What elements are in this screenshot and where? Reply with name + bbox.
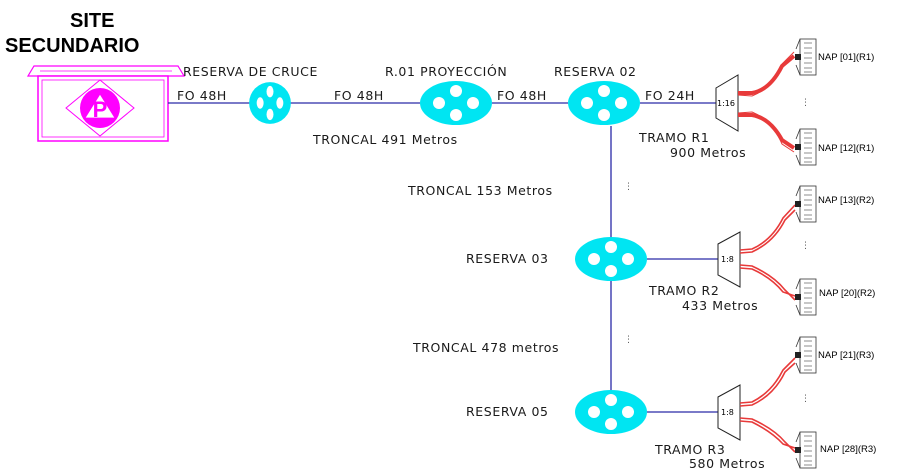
- splitter-r2-ratio: 1:8: [721, 255, 734, 264]
- label-fo-48h-3: FO 48H: [497, 88, 547, 103]
- reserva-05-node: [575, 390, 647, 434]
- splitter-1-8-r3: [717, 384, 741, 441]
- label-reserva-05: RESERVA 05: [466, 404, 549, 419]
- label-proyeccion: R.01 PROYECCIÓN: [385, 64, 507, 79]
- nap-r1-continuation-mark: ⋮: [801, 98, 810, 108]
- site-building-icon: P: [26, 65, 186, 142]
- label-reserva-02: RESERVA 02: [554, 64, 637, 79]
- trunk-continuation-mark-1: ⋮: [624, 182, 633, 192]
- tramo-r3-name: TRAMO R3: [654, 442, 725, 457]
- trunk-continuation-mark-2: ⋮: [624, 335, 633, 345]
- nap-r2-first-label: NAP [13](R2): [818, 195, 874, 206]
- tramo-r3-length: 580 Metros: [689, 456, 765, 471]
- proyeccion-node: [420, 81, 492, 125]
- splitter-1-16: [715, 74, 739, 132]
- nap-r3-last-icon: [794, 431, 817, 469]
- label-troncal-153: TRONCAL 153 Metros: [407, 183, 553, 198]
- label-fo-24h: FO 24H: [645, 88, 695, 103]
- tramo-r1-name: TRAMO R1: [638, 130, 709, 145]
- reserva-de-cruce-node: [249, 82, 291, 124]
- splitter-r1-ratio: 1:16: [717, 99, 735, 108]
- tramo-r1-group: 1:16 NAP [01](R1) NAP [12](R1) ⋮ TRAMO R…: [638, 38, 874, 166]
- drop-cables-r1: [737, 51, 796, 153]
- nap-r3-continuation-mark: ⋮: [801, 394, 810, 404]
- nap-r3-first-label: NAP [21](R3): [818, 350, 874, 361]
- tramo-r3-group: 1:8 NAP [21](R3) NAP [28](R3) ⋮ TRAMO R3…: [654, 336, 876, 471]
- label-troncal-478: TRONCAL 478 metros: [412, 340, 559, 355]
- splitter-r3-ratio: 1:8: [721, 408, 734, 417]
- reserva-02-node: [568, 81, 640, 125]
- label-reserva-03: RESERVA 03: [466, 251, 549, 266]
- nap-r1-last-icon: [794, 128, 817, 166]
- splitter-1-8-r2: [717, 231, 741, 288]
- nap-r2-continuation-mark: ⋮: [801, 241, 810, 251]
- nap-r1-first-label: NAP [01](R1): [818, 52, 874, 63]
- tramo-r1-length: 900 Metros: [670, 145, 746, 160]
- site-logo-letter: P: [93, 97, 108, 122]
- nap-r1-first-icon: [794, 38, 817, 76]
- nap-r2-last-icon: [794, 278, 817, 316]
- tramo-r2-group: 1:8 NAP [13](R2) NAP [20](R2) ⋮ TRAMO R2…: [648, 185, 875, 316]
- nap-r3-first-icon: [794, 336, 817, 374]
- nap-r3-last-label: NAP [28](R3): [820, 444, 876, 455]
- tramo-r2-name: TRAMO R2: [648, 283, 719, 298]
- site-title-line1: SITE: [70, 10, 114, 32]
- tramo-r2-length: 433 Metros: [682, 298, 758, 313]
- nap-r1-last-label: NAP [12](R1): [818, 143, 874, 154]
- site-title-line2: SECUNDARIO: [5, 35, 139, 57]
- label-fo-48h-2: FO 48H: [334, 88, 384, 103]
- drop-cables-r3: [739, 357, 796, 453]
- label-reserva-de-cruce: RESERVA DE CRUCE: [183, 64, 318, 79]
- nap-r2-first-icon: [794, 185, 817, 223]
- drop-cables-r2: [739, 204, 796, 301]
- label-troncal-491: TRONCAL 491 Metros: [312, 132, 458, 147]
- label-fo-48h-1: FO 48H: [177, 88, 227, 103]
- reserva-03-node: [575, 237, 647, 281]
- nap-r2-last-label: NAP [20](R2): [819, 288, 875, 299]
